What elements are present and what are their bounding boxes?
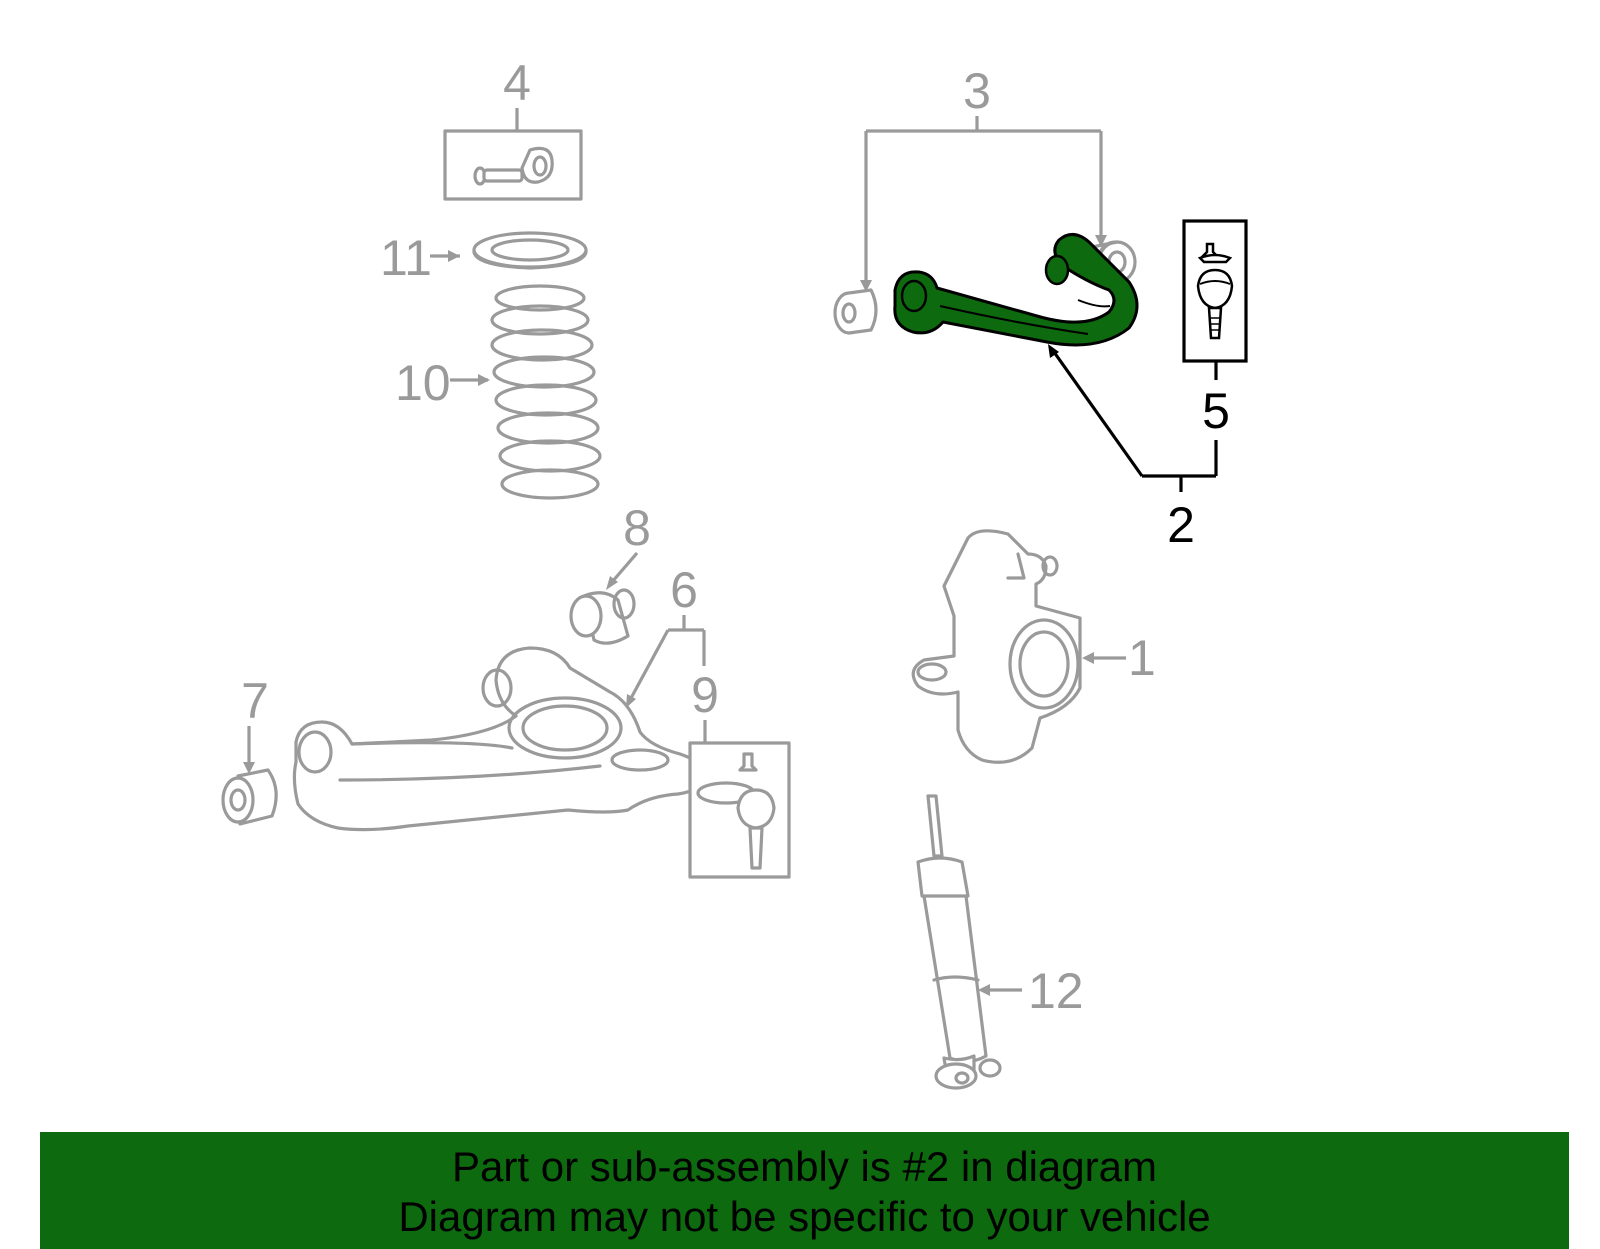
info-banner: Part or sub-assembly is #2 in diagram Di… xyxy=(40,1132,1569,1249)
part-12-shock-absorber[interactable]: 12 xyxy=(916,794,1084,1090)
callout-7: 7 xyxy=(241,673,269,729)
banner-line-2: Diagram may not be specific to your vehi… xyxy=(398,1193,1211,1240)
callout-2: 2 xyxy=(1167,497,1195,553)
shock-absorber-icon xyxy=(916,794,1002,1090)
callout-6: 6 xyxy=(670,562,698,618)
callout-5: 5 xyxy=(1202,383,1230,439)
callout-9: 9 xyxy=(691,667,719,723)
bushing-icon xyxy=(569,588,636,645)
bushing-icon xyxy=(221,768,278,826)
callout-12: 12 xyxy=(1028,963,1084,1019)
callout-3: 3 xyxy=(963,63,991,119)
callout-1: 1 xyxy=(1128,630,1156,686)
part-7-bushing[interactable]: 7 xyxy=(221,673,278,826)
lower-control-arm-icon xyxy=(292,646,708,832)
part-2-upper-control-arm[interactable]: 2 xyxy=(893,233,1218,553)
ball-joint-icon xyxy=(696,752,776,870)
part-9-ball-joint[interactable]: 9 xyxy=(688,667,791,879)
callout-8: 8 xyxy=(623,500,651,556)
part-5-ball-joint[interactable]: 5 xyxy=(1182,219,1248,439)
part-1-steering-knuckle[interactable]: 1 xyxy=(911,529,1156,764)
bolt-icon xyxy=(473,146,554,186)
part-3-bushings[interactable]: 3 xyxy=(833,63,1137,335)
part-6-lower-control-arm[interactable]: 6 xyxy=(292,562,708,832)
callout-10: 10 xyxy=(395,355,451,411)
suspension-diagram: 4 11 10 3 xyxy=(221,55,1248,1090)
steering-knuckle-icon xyxy=(911,529,1082,764)
part-8-bushing[interactable]: 8 xyxy=(569,500,651,645)
callout-11: 11 xyxy=(380,230,432,286)
spring-icon xyxy=(490,284,602,500)
part-10-coil-spring[interactable]: 10 xyxy=(395,284,602,500)
callout-4: 4 xyxy=(503,55,531,111)
part-11-spring-insulator[interactable]: 11 xyxy=(380,230,588,286)
ball-joint-icon xyxy=(1196,242,1234,340)
part-4-bolt-kit[interactable]: 4 xyxy=(443,55,583,201)
banner-line-1: Part or sub-assembly is #2 in diagram xyxy=(452,1143,1157,1190)
upper-control-arm-icon xyxy=(893,233,1139,347)
